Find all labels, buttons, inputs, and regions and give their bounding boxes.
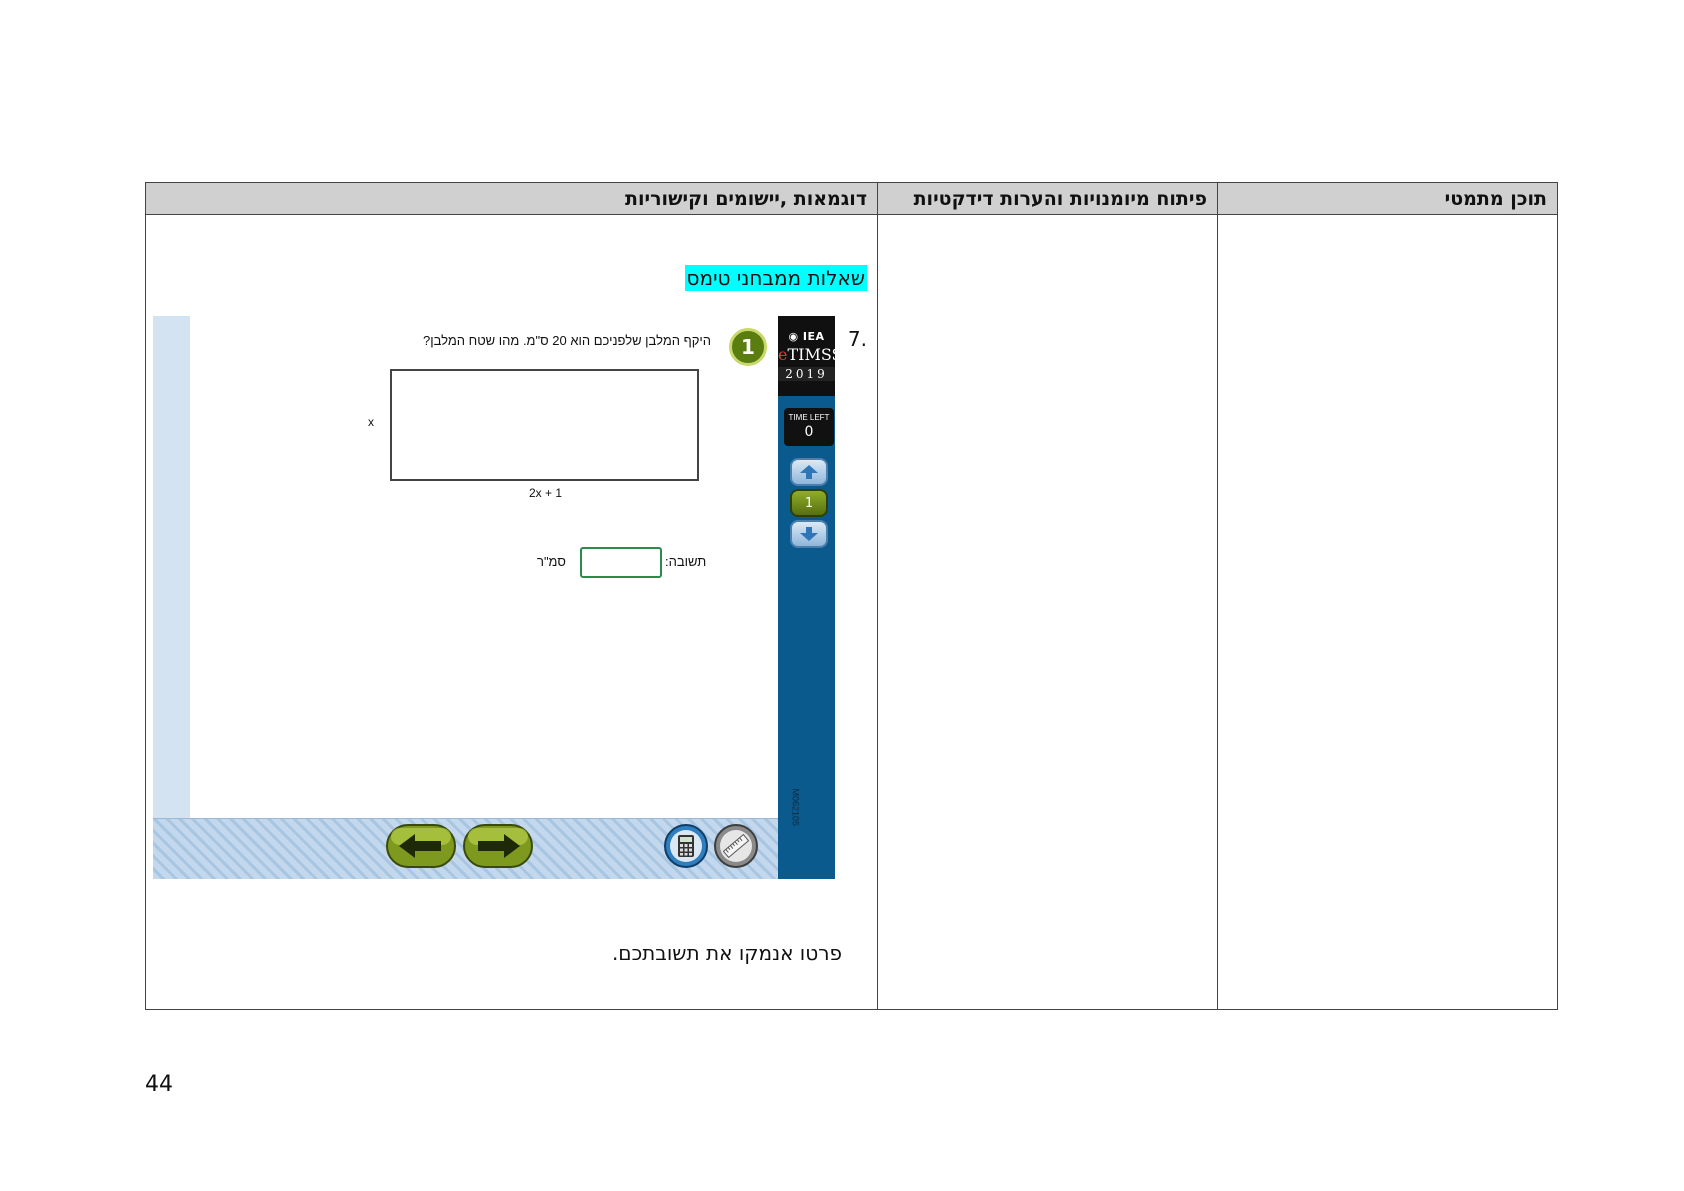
nav-up-button[interactable] xyxy=(790,458,828,486)
etimss-screenshot: ◉ IEA eTIMSS 2019 TIME LEFT 0 1 M062105 … xyxy=(153,316,835,879)
nav-down-button[interactable] xyxy=(790,520,828,548)
etimss-sidebar: ◉ IEA eTIMSS 2019 TIME LEFT 0 1 M062105 xyxy=(778,316,835,879)
time-left-value: 0 xyxy=(804,424,814,440)
header-skills-notes: פיתוח מיומנויות והערות דידקטיות xyxy=(877,183,1217,215)
question-number: .7 xyxy=(847,327,867,351)
cell-math-content xyxy=(1217,215,1557,1009)
iea-logo-text: ◉ IEA xyxy=(788,330,825,343)
side-label: x xyxy=(368,415,374,429)
etimss-logo-text: eTIMSS xyxy=(778,345,835,364)
item-code: M062105 xyxy=(791,788,801,826)
answer-unit: סמ"ר xyxy=(537,554,566,569)
ruler-icon[interactable] xyxy=(713,823,759,869)
curriculum-table: תוכן מתמטי פיתוח מיומנויות והערות דידקטי… xyxy=(145,182,1558,1010)
rectangle-figure xyxy=(390,369,699,481)
calculator-icon[interactable] xyxy=(663,823,709,869)
cell-examples: שאלות ממבחני טימס .7 ◉ IEA eTIMSS 2019 T… xyxy=(146,215,877,1009)
question-text: היקף המלבן שלפניכם הוא 20 ס"מ. מהו שטח ה… xyxy=(422,333,711,348)
question-badge: 1 xyxy=(729,328,767,366)
time-left-label: TIME LEFT xyxy=(788,413,830,422)
header-examples: דוגמאות ,יישומים וקישוריות xyxy=(146,183,877,215)
current-item-button[interactable]: 1 xyxy=(790,489,828,517)
section-title: שאלות ממבחני טימס xyxy=(684,265,867,291)
left-strip xyxy=(153,316,190,819)
forward-arrow-icon[interactable] xyxy=(462,823,534,869)
cell-skills-notes xyxy=(877,215,1217,1009)
page-number: 44 xyxy=(145,1072,173,1097)
etimss-logo: ◉ IEA eTIMSS 2019 xyxy=(778,316,835,396)
instruction-text: פרטו אנמקו את תשובתכם. xyxy=(611,941,842,965)
logo-year: 2019 xyxy=(778,367,835,381)
answer-label: תשובה: xyxy=(665,554,707,569)
bottom-label: 2x + 1 xyxy=(529,486,563,500)
etimss-bottom-bar xyxy=(153,818,778,879)
answer-input[interactable] xyxy=(580,547,662,578)
arrow-up-icon xyxy=(800,465,818,479)
header-math-content: תוכן מתמטי xyxy=(1217,183,1557,215)
back-arrow-icon[interactable] xyxy=(385,823,457,869)
time-left-display: TIME LEFT 0 xyxy=(784,408,834,446)
arrow-down-icon xyxy=(800,527,818,541)
